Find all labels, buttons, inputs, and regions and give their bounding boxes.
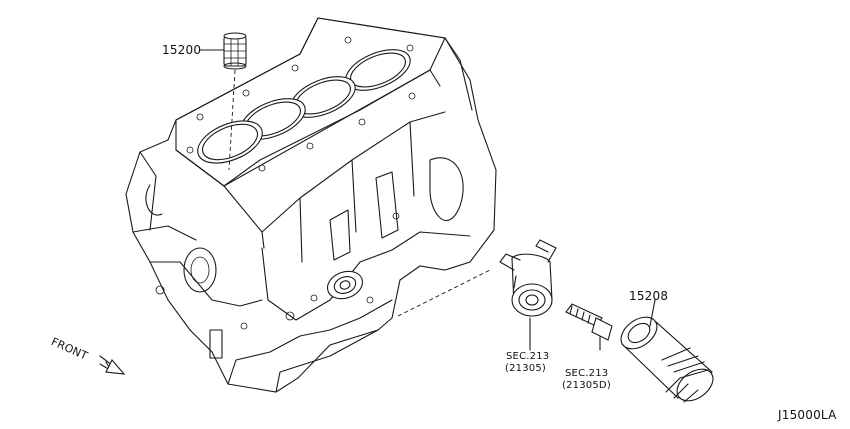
cylinder-block [125, 17, 497, 393]
oil-cooler-sec-label: SEC.213 [506, 351, 550, 362]
connector-bolt-part [565, 303, 613, 351]
oil-filter-label: 15208 [629, 289, 669, 303]
connector-ref-label: (21305D) [562, 380, 611, 391]
arrow-down-right-icon [99, 355, 126, 375]
oil-strainer-label: 15200 [162, 43, 202, 57]
alignment-line [397, 269, 491, 317]
oil-strainer-part [199, 32, 247, 171]
diagram-code-label: J15000LA [778, 408, 837, 422]
connector-sec-label: SEC.213 [565, 368, 609, 379]
oil-filter-part [620, 299, 714, 403]
oil-cooler-ref-label: (21305) [505, 363, 547, 374]
oil-cooler-part [499, 239, 557, 351]
